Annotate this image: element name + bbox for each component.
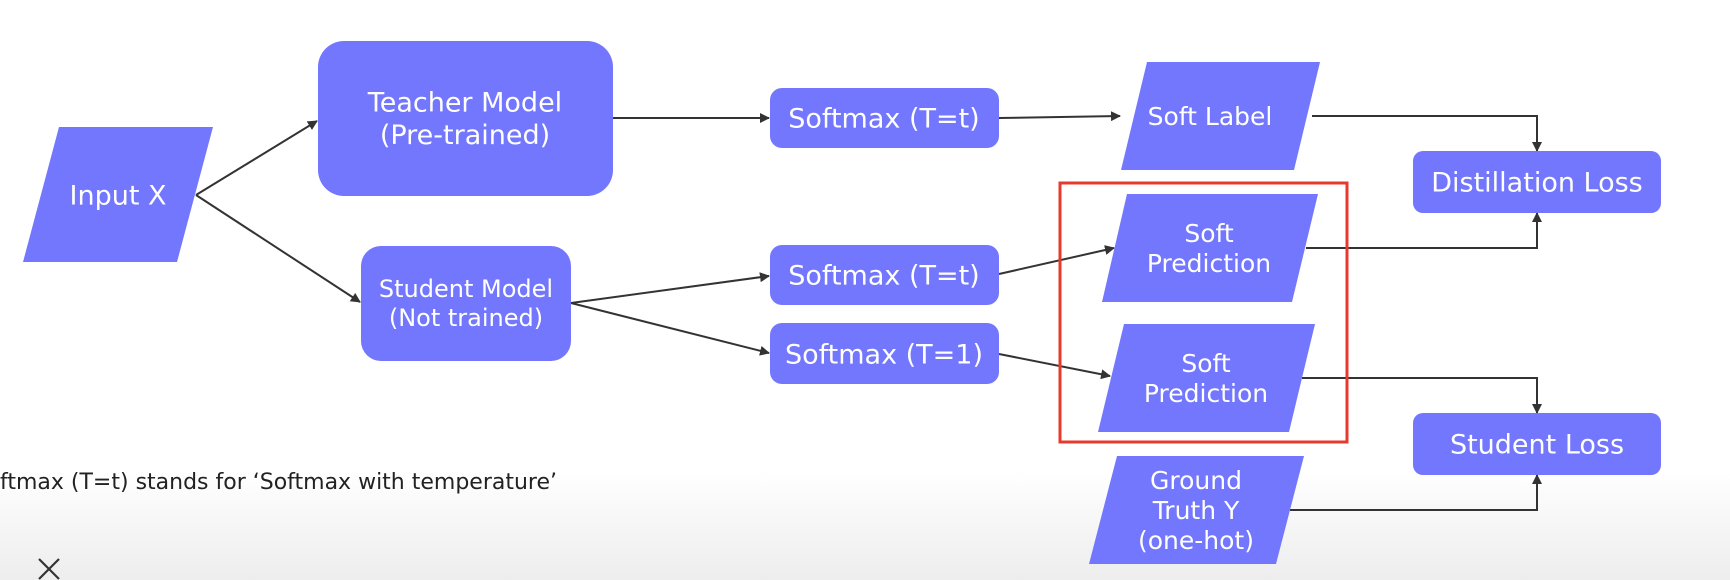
student-model-node: Student Model(Not trained) <box>361 246 571 361</box>
edge-input-student <box>195 194 361 303</box>
edge-ground-truth-student-loss <box>1290 474 1542 511</box>
softmax-student-1-label: Softmax (T=1) <box>785 340 983 371</box>
softmax-student-1-node: Softmax (T=1) <box>770 323 999 384</box>
edge-softmax-soft-label <box>998 111 1121 122</box>
edge-input-teacher <box>195 120 318 196</box>
student-loss-node: Student Loss <box>1413 413 1661 475</box>
soft-label-label: Soft Label <box>1148 102 1273 131</box>
softmax-student-t-label: Softmax (T=t) <box>788 261 979 292</box>
edge-soft-label-distillation <box>1312 115 1542 152</box>
student-loss-label: Student Loss <box>1450 430 1624 461</box>
soft-label-node: Soft Label <box>1121 62 1320 170</box>
input-x-label: Input X <box>70 181 167 212</box>
edge-softmax-t-soft-prediction <box>998 245 1115 275</box>
softmax-teacher-node: Softmax (T=t) <box>770 88 999 148</box>
distillation-loss-label: Distillation Loss <box>1431 168 1643 199</box>
distillation-loss-node: Distillation Loss <box>1413 151 1661 213</box>
edge-student-softmax-t <box>570 272 770 304</box>
edge-softmax-1-soft-prediction <box>998 353 1111 380</box>
teacher-model-node: Teacher Model(Pre-trained) <box>318 41 613 196</box>
bottom-bar-shade <box>0 470 1730 580</box>
student-model-label: Student Model(Not trained) <box>379 275 553 332</box>
close-icon[interactable] <box>36 556 62 580</box>
highlight-box <box>1058 181 1349 444</box>
footnote-text: ftmax (T=t) stands for ‘Softmax with tem… <box>0 470 558 495</box>
edge-student-softmax-1 <box>570 302 770 356</box>
edge-soft-prediction-student-loss <box>1302 377 1542 414</box>
teacher-model-label: Teacher Model(Pre-trained) <box>367 88 562 151</box>
input-x-node: Input X <box>23 127 213 262</box>
softmax-student-t-node: Softmax (T=t) <box>770 245 999 305</box>
edge-soft-prediction-distillation <box>1306 212 1542 249</box>
softmax-teacher-label: Softmax (T=t) <box>788 104 979 135</box>
